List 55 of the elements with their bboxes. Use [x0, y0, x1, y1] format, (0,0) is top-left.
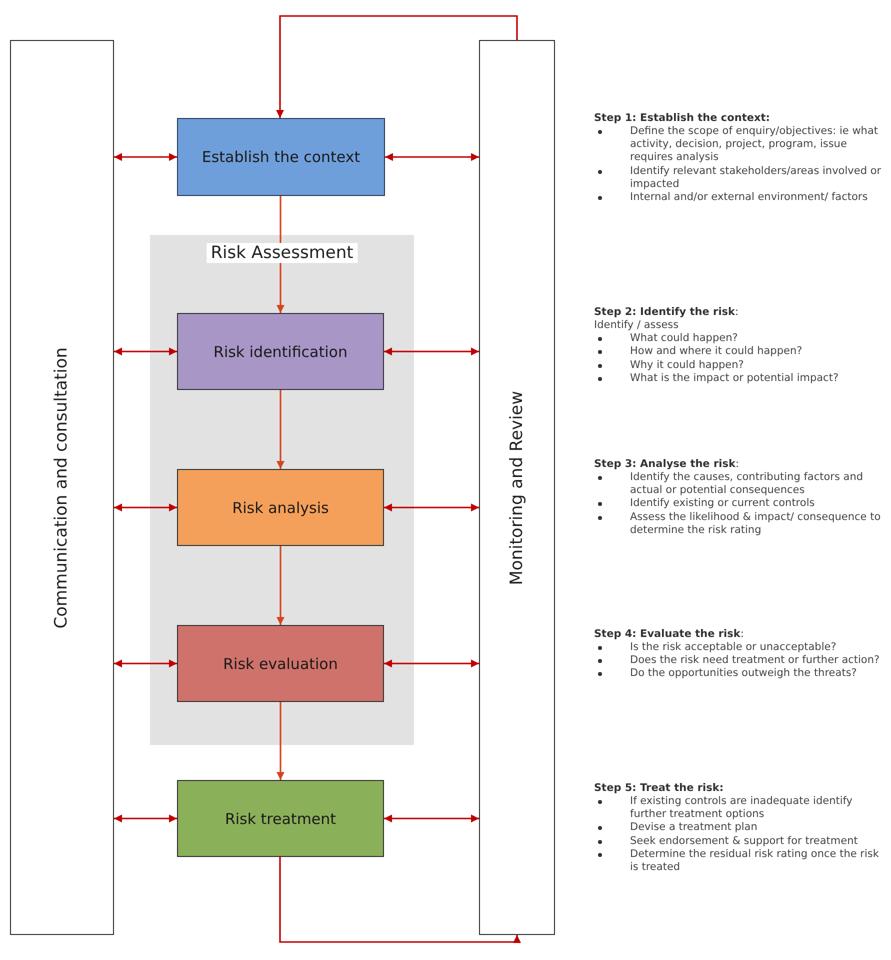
step-heading: Step 1: Establish the context:	[594, 112, 771, 126]
arrow	[384, 660, 479, 668]
group-title: Risk Assessment	[206, 243, 358, 263]
bullet-text: Internal and/or external environment/ factors	[630, 190, 868, 203]
arrow	[384, 348, 479, 356]
arrow	[114, 504, 177, 512]
box-label: Risk analysis	[232, 498, 329, 516]
note-text: Identify / assess	[594, 319, 680, 332]
bullet-text: Identify the causes, contributing factors and actual or potential consequences	[630, 471, 864, 496]
arrow	[276, 702, 284, 780]
bullet-text: What could happen?	[630, 332, 738, 344]
bullet-text: Determine the residual risk rating once the risk is treated	[630, 848, 879, 873]
step-heading: Step 5: Treat the risk:	[594, 782, 725, 796]
arrow	[384, 814, 479, 822]
bullet-text: What is the impact or potential impact?	[630, 372, 839, 384]
bullet-text: Assess the likelihood & impact/ consequence to determine the risk rating	[630, 510, 881, 536]
bullet-text: If existing controls are inadequate identify further treatment options	[630, 795, 852, 820]
step-heading: Step 4: Evaluate the risk:	[594, 628, 745, 642]
step-heading: Step 2: Identify the risk:	[594, 306, 740, 320]
bullet-text: Do the opportunities outweigh the threats?	[630, 667, 857, 680]
group-band	[150, 235, 414, 745]
arrow	[384, 504, 479, 512]
step-heading: Step 3: Analyse the risk:	[594, 458, 740, 472]
process-box	[177, 625, 384, 702]
box-label: Risk evaluation	[223, 654, 338, 672]
arrow	[385, 153, 479, 161]
arrow	[114, 660, 177, 668]
side-panel	[479, 40, 555, 935]
arrow	[114, 348, 177, 356]
process-box	[177, 313, 384, 390]
process-box	[177, 780, 384, 857]
bullet-text: How and where it could happen?	[630, 345, 802, 358]
bullet-text: Identify relevant stakeholders/areas involved or impacted	[630, 164, 882, 190]
arrow	[276, 546, 284, 625]
bullet-text: Why it could happen?	[630, 358, 744, 370]
panel-label: Communication and consultation	[52, 346, 72, 628]
box-label: Risk identification	[214, 342, 348, 360]
bullet-text: Devise a treatment plan	[630, 821, 758, 834]
arrow	[114, 153, 177, 161]
arrow	[276, 15, 518, 118]
bullet-text: Identify existing or current controls	[630, 497, 815, 510]
arrow	[279, 857, 521, 943]
bullet-text: Is the risk acceptable or unacceptable?	[630, 641, 836, 654]
process-box	[177, 469, 384, 546]
arrow	[276, 390, 284, 469]
box-label: Risk treatment	[224, 810, 336, 828]
bullet-text: Define the scope of enquiry/objectives: ie what activity, decision, project, program, issue requires analysis	[630, 125, 878, 164]
panel-label: Monitoring and Review	[507, 390, 527, 585]
arrow	[114, 814, 177, 822]
bullet-text: Seek endorsement & support for treatment	[630, 834, 858, 846]
box-label: Establish the context	[202, 148, 360, 166]
process-box	[177, 118, 385, 196]
arrow	[276, 196, 284, 313]
side-panel	[10, 40, 114, 935]
bullet-text: Does the risk need treatment or further action?	[630, 654, 880, 666]
